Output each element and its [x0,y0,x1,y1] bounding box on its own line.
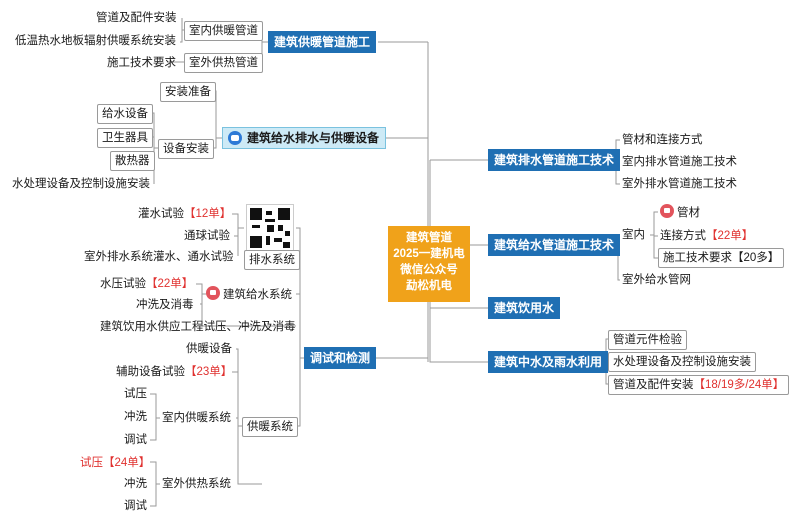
node-supply-indoor[interactable]: 室内 [622,229,645,241]
exam-tag: 【12单】 [184,208,232,220]
leaf-pipe-fittings-install[interactable]: 管道及配件安装 [96,12,177,24]
node-heating-system[interactable]: 供暖系统 [242,417,298,437]
exam-tag: 【22单】 [146,278,194,290]
flag-icon [660,204,674,218]
center-topic[interactable]: 建筑管道 2025一建机电 微信公众号 勐松机电 [388,226,470,302]
leaf-indoor-commissioning[interactable]: 调试 [124,434,147,446]
node-equipment-install[interactable]: 设备安装 [158,139,214,159]
leaf-water-supply-equipment[interactable]: 给水设备 [97,104,153,124]
center-line-3: 微信公众号 [400,264,458,276]
leaf-water-filling-test[interactable]: 灌水试验【12单】 [138,206,231,222]
leaf-outdoor-drainage-test[interactable]: 室外排水系统灌水、通水试验 [84,251,234,263]
leaf-floor-radiant-heating[interactable]: 低温热水地板辐射供暖系统安装 [15,35,176,47]
leaf-pipe-materials-connection[interactable]: 管材和连接方式 [622,134,703,146]
qr-code-image [246,204,294,252]
leaf-outdoor-flush[interactable]: 冲洗 [124,478,147,490]
flag-icon [206,286,220,300]
topic-drain-pipe-tech[interactable]: 建筑排水管道施工技术 [488,149,621,171]
topic-reclaimed-rainwater[interactable]: 建筑中水及雨水利用 [488,351,609,373]
leaf-indoor-pressure-test[interactable]: 试压 [124,388,147,400]
leaf-outdoor-commissioning[interactable]: 调试 [124,500,147,512]
leaf-reclaimed-pipe-fittings[interactable]: 管道及配件安装【18/19多/24单】 [608,375,790,395]
leaf-heating-equipment[interactable]: 供暖设备 [186,343,232,355]
leaf-pressure-test-label: 水压试验 [100,278,146,290]
leaf-auxiliary-equipment-test[interactable]: 辅助设备试验【23单】 [116,364,232,380]
leaf-construction-requirements[interactable]: 施工技术要求 [107,57,176,69]
leaf-water-filling-test-label: 灌水试验 [138,208,184,220]
node-indoor-heating-system[interactable]: 室内供暖系统 [162,412,231,424]
chat-icon [228,131,242,145]
leaf-outdoor-drain-tech[interactable]: 室外排水管道施工技术 [622,178,737,190]
leaf-reclaimed-pipe-fittings-label: 管道及配件安装 [613,379,694,391]
leaf-radiator[interactable]: 散热器 [110,151,155,171]
leaf-pipe-component-inspection[interactable]: 管道元件检验 [608,330,687,350]
node-outdoor-heating-system[interactable]: 室外供热系统 [162,478,231,490]
leaf-flush-disinfect[interactable]: 冲洗及消毒 [136,299,194,311]
leaf-supply-construction-req[interactable]: 施工技术要求【20多】 [658,248,785,268]
leaf-auxiliary-equipment-test-label: 辅助设备试验 [116,366,185,378]
topic-water-heating-equipment-label: 建筑给水排水与供暖设备 [247,131,380,145]
exam-tag: 【22单】 [706,230,754,242]
center-line-1: 建筑管道 [406,232,452,244]
leaf-indoor-drain-tech[interactable]: 室内排水管道施工技术 [622,156,737,168]
node-outdoor-heating-pipe[interactable]: 室外供热管道 [184,53,263,73]
node-water-supply-system[interactable]: 建筑给水系统 [206,286,292,303]
topic-heating-construction[interactable]: 建筑供暖管道施工 [268,31,377,53]
leaf-outdoor-pressure-test[interactable]: 试压【24单】 [80,457,151,469]
exam-tag: 【23单】 [185,366,233,378]
leaf-pressure-test[interactable]: 水压试验【22单】 [100,276,193,292]
node-drainage-system[interactable]: 排水系统 [244,250,300,270]
center-line-4: 勐松机电 [406,280,452,292]
leaf-ball-pass-test[interactable]: 通球试验 [184,230,230,242]
node-indoor-heating-pipe[interactable]: 室内供暖管道 [184,21,263,41]
exam-tag: 【18/19多/24单】 [693,379,785,391]
leaf-connection-method-label: 连接方式 [660,230,706,242]
leaf-water-treatment[interactable]: 水处理设备及控制设施安装 [12,178,150,190]
leaf-reclaimed-water-treatment[interactable]: 水处理设备及控制设施安装 [608,352,756,372]
center-line-2: 2025一建机电 [393,248,465,260]
topic-drinking-water[interactable]: 建筑饮用水 [488,297,561,319]
node-water-supply-system-label: 建筑给水系统 [223,289,292,301]
topic-supply-pipe-tech[interactable]: 建筑给水管道施工技术 [488,234,621,256]
leaf-indoor-flush[interactable]: 冲洗 [124,411,147,423]
leaf-connection-method[interactable]: 连接方式【22单】 [660,228,753,244]
node-install-prep[interactable]: 安装准备 [160,82,216,102]
leaf-supply-pipe-material-label: 管材 [677,207,700,219]
topic-testing[interactable]: 调试和检测 [304,347,377,369]
leaf-drinking-water-test[interactable]: 建筑饮用水供应工程试压、冲洗及消毒 [100,321,296,333]
topic-water-heating-equipment[interactable]: 建筑给水排水与供暖设备 [222,127,387,149]
leaf-supply-pipe-material[interactable]: 管材 [660,204,700,221]
leaf-sanitary-ware[interactable]: 卫生器具 [97,128,153,148]
leaf-outdoor-supply-network[interactable]: 室外给水管网 [622,274,691,286]
